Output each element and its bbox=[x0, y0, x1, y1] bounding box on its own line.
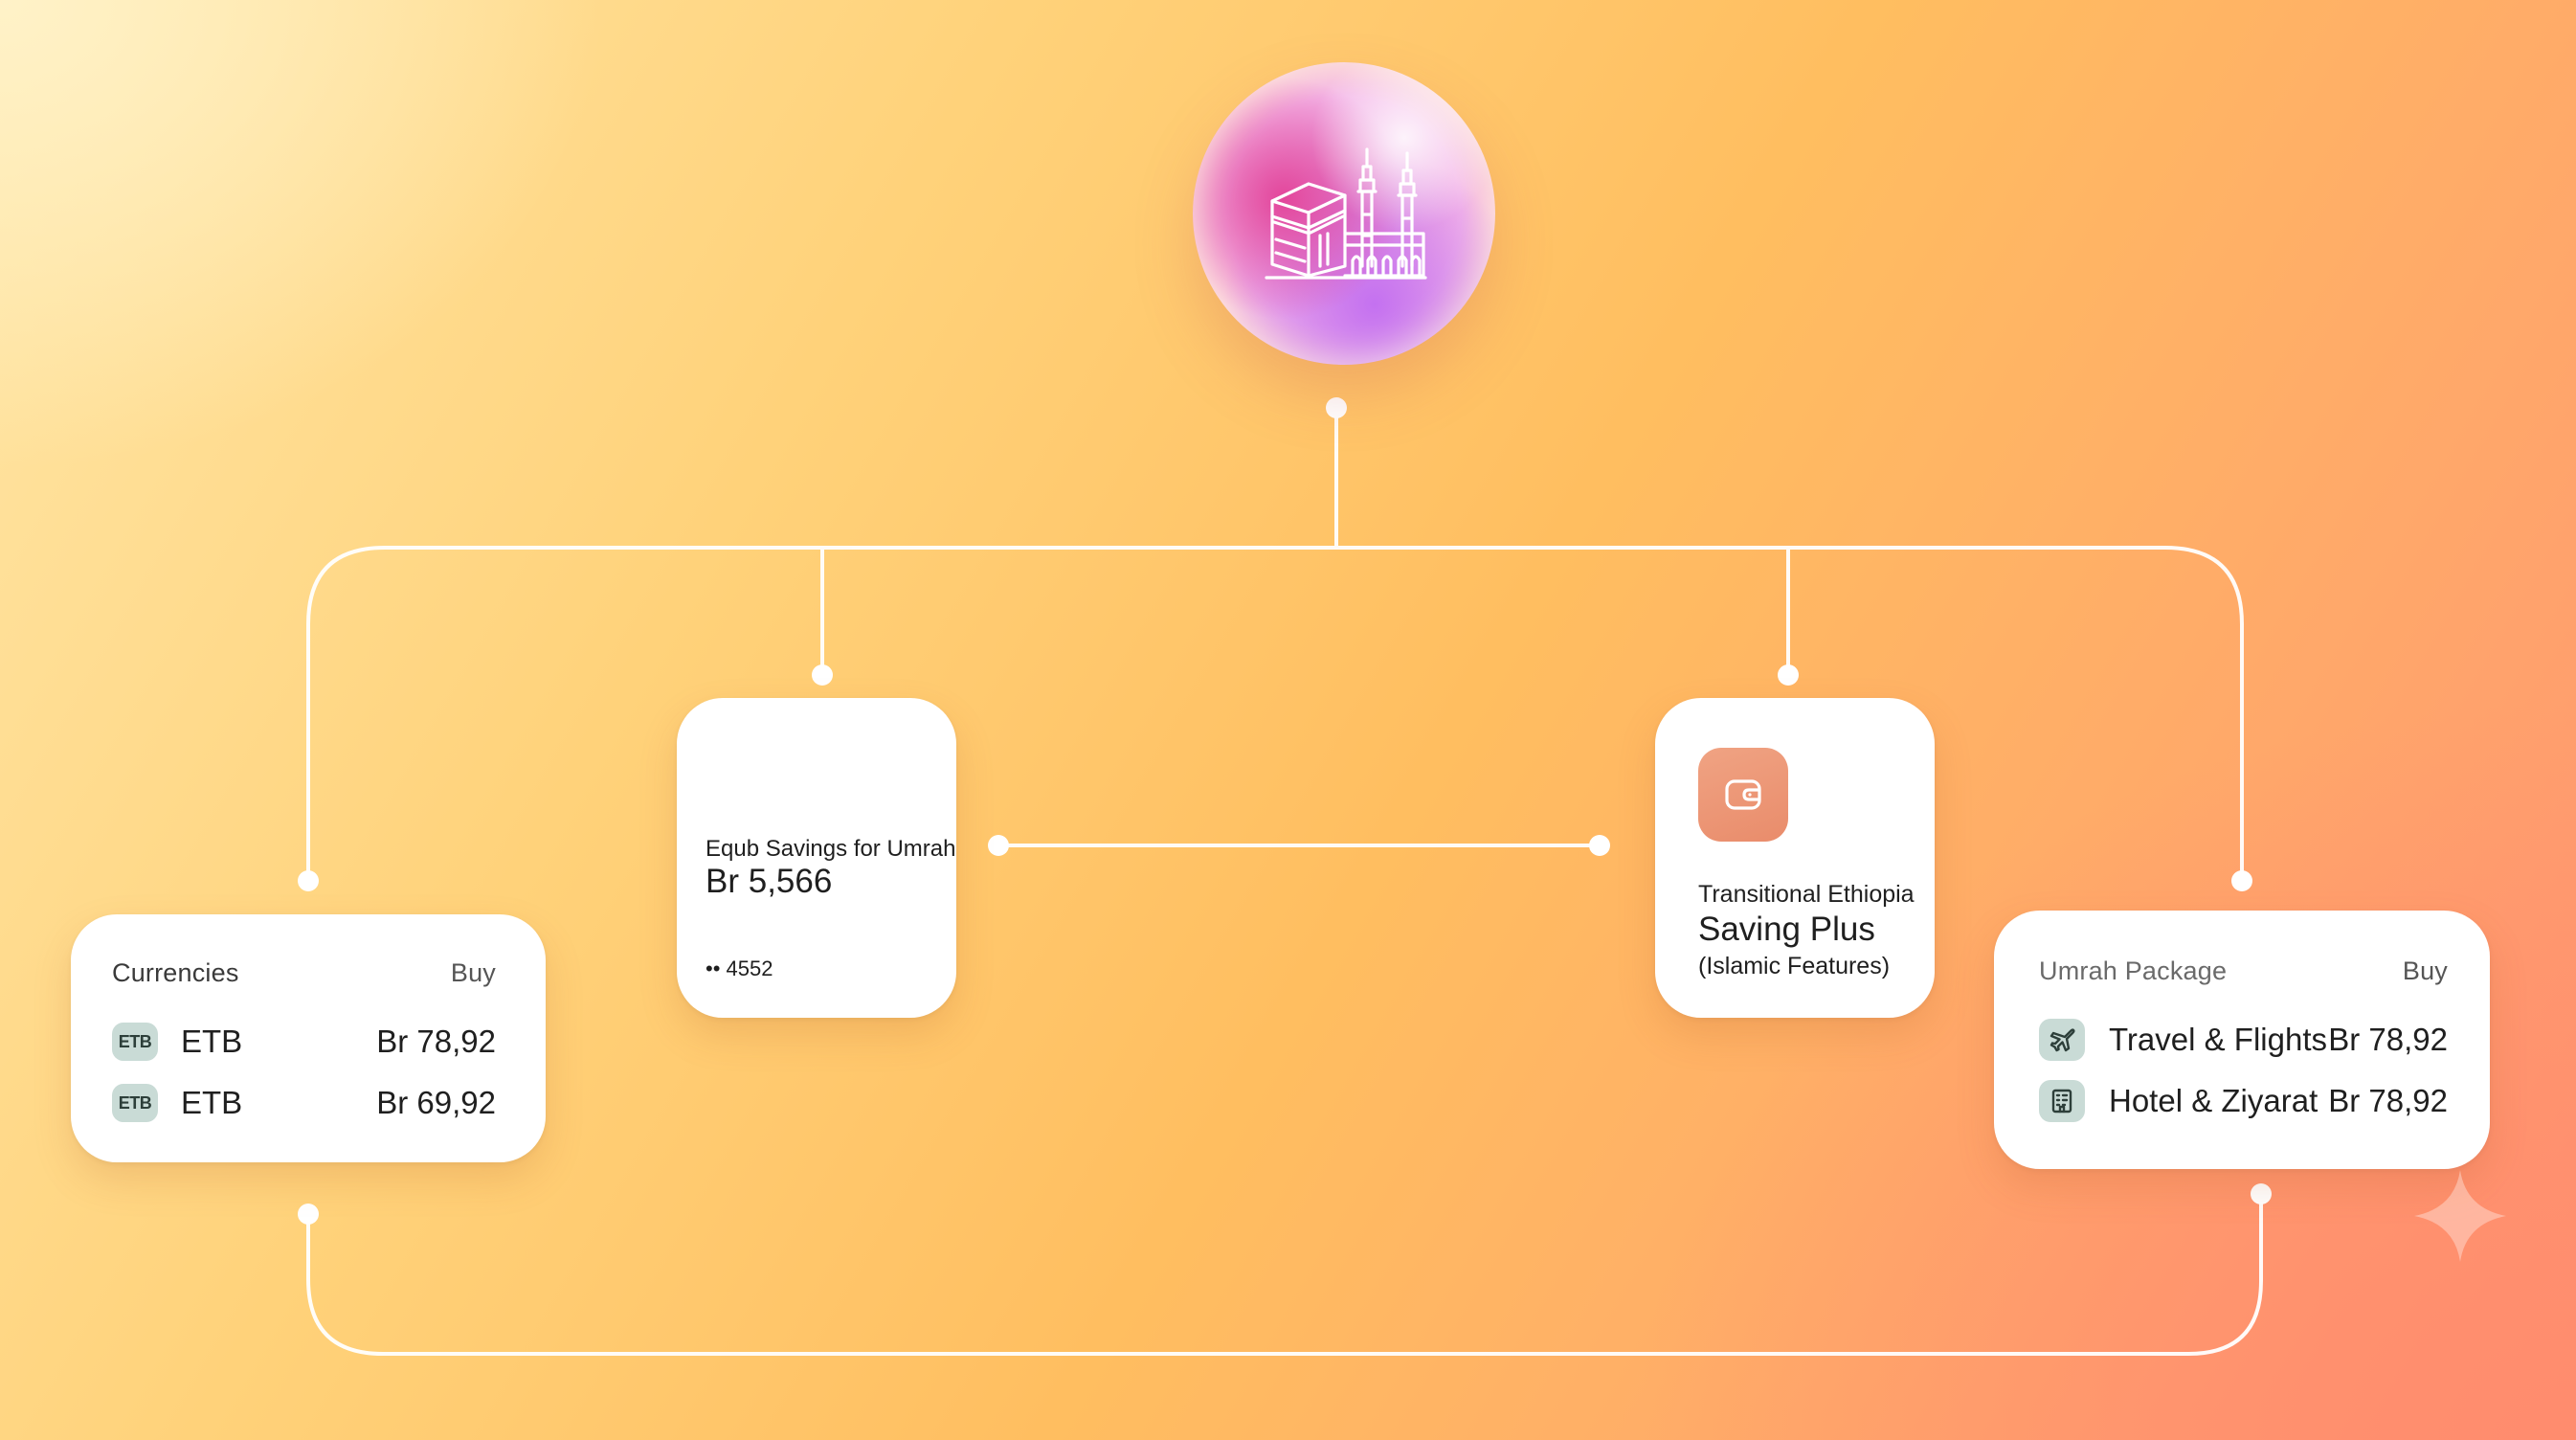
currencies-title: Currencies bbox=[112, 958, 239, 987]
connector-node bbox=[1778, 664, 1799, 686]
saving-plus-card[interactable]: Transitional Ethiopia Saving Plus (Islam… bbox=[1655, 698, 1935, 1018]
equb-card-number: •• 4552 bbox=[706, 956, 773, 980]
airplane-icon bbox=[2039, 1019, 2085, 1061]
connector-node bbox=[2251, 1183, 2272, 1204]
connector-node bbox=[812, 664, 833, 686]
package-row[interactable]: Travel & Flights Br 78,92 bbox=[2039, 1009, 2448, 1070]
currency-row[interactable]: ETB ETB Br 78,92 bbox=[112, 1011, 496, 1072]
currencies-card[interactable]: Currencies Buy ETB ETB Br 78,92 ETB ETB … bbox=[71, 914, 546, 1162]
bottom-loop-connector bbox=[306, 1192, 2263, 1356]
currency-value: Br 69,92 bbox=[376, 1085, 496, 1120]
currency-label: ETB bbox=[181, 1085, 243, 1120]
etb-badge: ETB bbox=[112, 1084, 158, 1122]
equb-title: Equb Savings for Umrah bbox=[706, 836, 956, 862]
saving-org: Transitional Ethiopia bbox=[1698, 881, 1915, 908]
saving-name: Saving Plus bbox=[1698, 911, 1875, 948]
currency-row[interactable]: ETB ETB Br 69,92 bbox=[112, 1072, 496, 1134]
currency-label: ETB bbox=[181, 1024, 243, 1059]
currencies-buy-button[interactable]: Buy bbox=[450, 958, 496, 987]
connector-node bbox=[298, 1204, 319, 1225]
connector-node bbox=[2231, 870, 2252, 891]
package-label: Travel & Flights bbox=[2109, 1022, 2328, 1057]
package-value: Br 78,92 bbox=[2328, 1022, 2448, 1057]
package-value: Br 78,92 bbox=[2328, 1083, 2448, 1118]
equb-savings-card[interactable]: Equb Savings for Umrah Br 5,566 •• 4552 bbox=[677, 698, 956, 1018]
sparkle-icon bbox=[2414, 1170, 2506, 1262]
etb-badge: ETB bbox=[112, 1023, 158, 1061]
building-icon bbox=[2039, 1080, 2085, 1122]
saving-subtitle: (Islamic Features) bbox=[1698, 953, 1891, 979]
connector-node bbox=[1589, 835, 1610, 856]
umrah-title: Umrah Package bbox=[2039, 956, 2228, 985]
package-label: Hotel & Ziyarat bbox=[2109, 1083, 2318, 1118]
package-row[interactable]: Hotel & Ziyarat Br 78,92 bbox=[2039, 1070, 2448, 1132]
connector-node bbox=[988, 835, 1009, 856]
umrah-buy-button[interactable]: Buy bbox=[2402, 956, 2448, 985]
connector-node bbox=[1326, 397, 1347, 418]
hub-orb bbox=[1193, 62, 1495, 365]
currency-value: Br 78,92 bbox=[376, 1024, 496, 1059]
kaaba-mosque-icon bbox=[1265, 147, 1427, 280]
equb-amount: Br 5,566 bbox=[706, 863, 833, 900]
connector-node bbox=[298, 870, 319, 891]
top-branch-connector bbox=[306, 546, 2244, 881]
umrah-package-card[interactable]: Umrah Package Buy Travel & Flights Br 78… bbox=[1994, 911, 2490, 1169]
wallet-icon bbox=[1698, 748, 1788, 842]
